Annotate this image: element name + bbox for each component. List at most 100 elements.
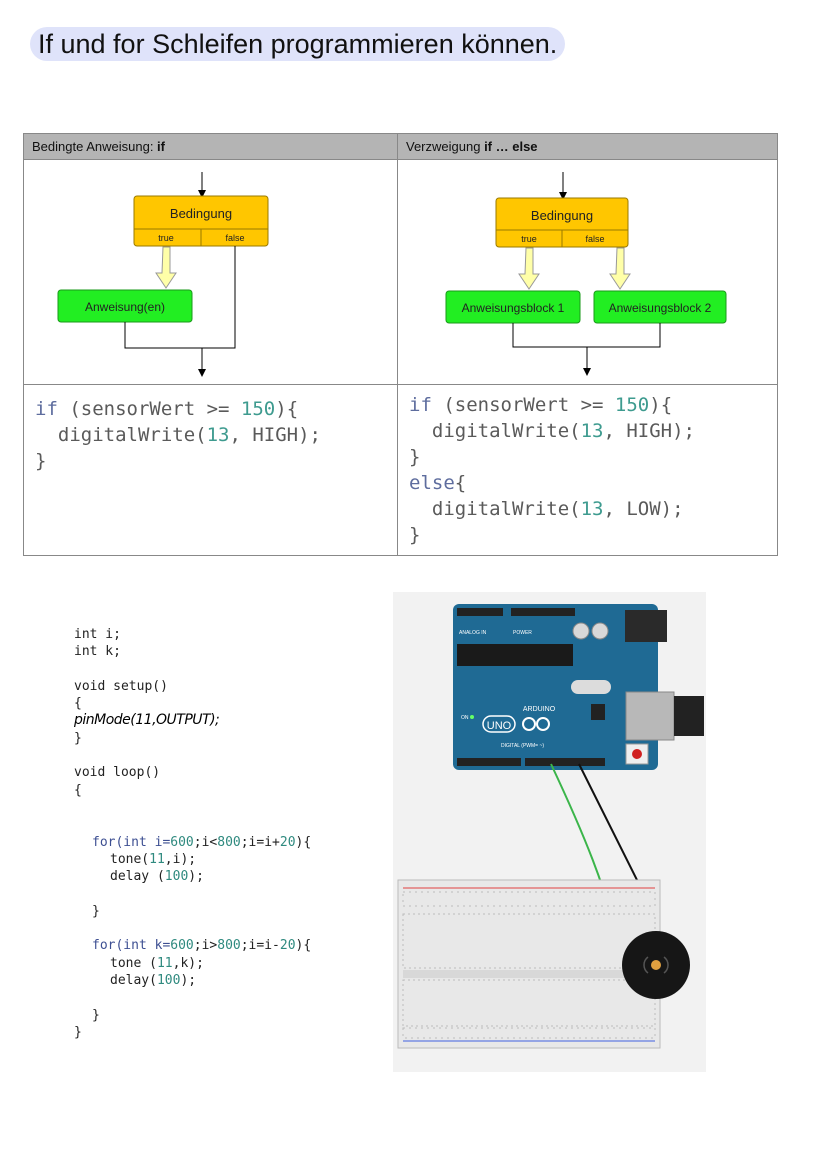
brand-label: ARDUINO xyxy=(523,706,556,713)
block2-label: Anweisungsblock 2 xyxy=(609,301,712,315)
code-token: ); xyxy=(188,869,204,885)
code-line: if (sensorWert >= 150){ xyxy=(35,396,321,422)
if-flowchart: Bedingung true false Anweisung(en) xyxy=(57,172,269,377)
false-arrow xyxy=(609,247,631,290)
code-token: ;i> xyxy=(193,938,218,954)
code-line: digitalWrite(13, HIGH); xyxy=(35,422,321,448)
true-label: true xyxy=(521,234,537,244)
code-token: digitalWrite( xyxy=(35,424,207,446)
code-token: , LOW); xyxy=(603,498,684,520)
code-token: ;i< xyxy=(193,834,218,850)
usb-cable xyxy=(674,696,704,736)
code-line: int i; xyxy=(74,627,121,642)
header-analog xyxy=(457,608,503,616)
code-token: ){ xyxy=(295,834,312,850)
arduino-logo-left xyxy=(522,717,536,731)
hole-grid-upper xyxy=(402,913,656,969)
rail-holes-top xyxy=(402,891,656,907)
table-divider-horizontal xyxy=(24,384,777,385)
code-line xyxy=(74,989,311,1006)
false-path xyxy=(124,246,236,349)
header-power xyxy=(511,608,575,616)
code-token: 100 xyxy=(156,972,181,988)
on-led-label: ON xyxy=(461,715,469,721)
code-token: ){ xyxy=(275,398,299,420)
capacitor xyxy=(591,622,609,640)
reset-button-cap xyxy=(632,749,642,759)
code-line: } xyxy=(35,450,47,472)
uno-logo-frame xyxy=(482,715,516,733)
power-jack xyxy=(625,610,667,642)
code-token: ;i=i+ xyxy=(240,834,280,850)
circuit-illustration: UNO ARDUINO DIGITAL (PWM= ~) ANALOG IN P… xyxy=(393,592,706,1072)
code-line xyxy=(74,661,311,678)
merge-path xyxy=(512,323,661,348)
code-token: tone( xyxy=(110,851,150,867)
code-token: ;i=i- xyxy=(240,938,280,954)
code-token: delay ( xyxy=(110,869,165,885)
code-token: 13 xyxy=(580,420,604,442)
true-arrow xyxy=(518,247,540,290)
buzzer-center xyxy=(651,960,661,970)
code-token: if xyxy=(35,398,58,420)
code-line: for(int k=600;i>800;i=i-20){ xyxy=(74,937,311,954)
crystal xyxy=(571,680,611,694)
page-title: If und for Schleifen programmieren könne… xyxy=(30,27,566,61)
code-token: 600 xyxy=(170,834,194,850)
code-line xyxy=(74,920,311,937)
code-token: ){ xyxy=(649,394,673,416)
code-line: delay(100); xyxy=(74,972,311,989)
sound-arc-icon xyxy=(643,956,649,974)
code-token: ){ xyxy=(295,938,312,954)
code-line: digitalWrite(13, LOW); xyxy=(409,496,695,522)
digital-label: DIGITAL (PWM= ~) xyxy=(501,743,544,749)
on-led xyxy=(470,715,474,719)
code-line: { xyxy=(74,782,82,798)
code-token: for(int i= xyxy=(92,834,171,850)
arduino-board: UNO ARDUINO DIGITAL (PWM= ~) ANALOG IN P… xyxy=(453,604,704,770)
code-token: 11 xyxy=(156,955,173,971)
code-token: , HIGH); xyxy=(603,420,695,442)
code-token: 600 xyxy=(170,938,194,954)
block1-label: Anweisungsblock 1 xyxy=(462,301,565,315)
code-line: for(int i=600;i<800;i=i+20){ xyxy=(74,834,311,851)
code-line xyxy=(74,747,311,764)
comparison-table: Bedingte Anweisung: if Verzweigung if … … xyxy=(23,133,778,556)
statement-label: Anweisung(en) xyxy=(85,300,165,314)
code-line: digitalWrite(13, HIGH); xyxy=(409,418,695,444)
code-line: void loop() xyxy=(74,765,161,781)
code-line: { xyxy=(74,696,82,712)
code-token: (sensorWert >= xyxy=(57,398,241,420)
uno-label: UNO xyxy=(487,720,512,732)
code-token: 800 xyxy=(217,938,241,954)
code-token: ,k); xyxy=(172,955,204,971)
breadboard-body xyxy=(397,879,661,1049)
code-token: 13 xyxy=(206,424,230,446)
header-keyword: if … else xyxy=(484,139,538,154)
code-token: if xyxy=(409,394,432,416)
header-text: Verzweigung xyxy=(406,139,485,154)
center-channel xyxy=(403,970,655,978)
code-token: 20 xyxy=(279,834,296,850)
code-token: delay( xyxy=(110,972,157,988)
code-token: { xyxy=(454,472,467,494)
arduino-sketch: int i;int k; void setup(){pinMode(11,OUT… xyxy=(74,626,311,1041)
code-token: 11 xyxy=(149,851,165,867)
true-label: true xyxy=(158,233,174,243)
code-line: tone(11,i); xyxy=(74,851,311,868)
microcontroller-chip xyxy=(457,644,573,666)
code-line: } xyxy=(74,730,82,746)
code-line xyxy=(74,816,311,833)
breadboard xyxy=(397,879,661,1049)
code-line xyxy=(74,799,311,816)
code-token: digitalWrite( xyxy=(409,498,581,520)
code-token: ,i); xyxy=(164,851,197,867)
ifelse-flowchart: Bedingung true false Anweisungsblock 1 A… xyxy=(445,172,727,376)
condition-label: Bedingung xyxy=(531,208,593,223)
code-line: void setup() xyxy=(74,678,168,694)
code-ifelse: if (sensorWert >= 150){ digitalWrite(13,… xyxy=(409,392,695,548)
code-if: if (sensorWert >= 150){ digitalWrite(13,… xyxy=(35,396,321,474)
condition-label: Bedingung xyxy=(170,206,232,221)
code-token: else xyxy=(409,472,455,494)
code-token: ); xyxy=(180,972,197,988)
